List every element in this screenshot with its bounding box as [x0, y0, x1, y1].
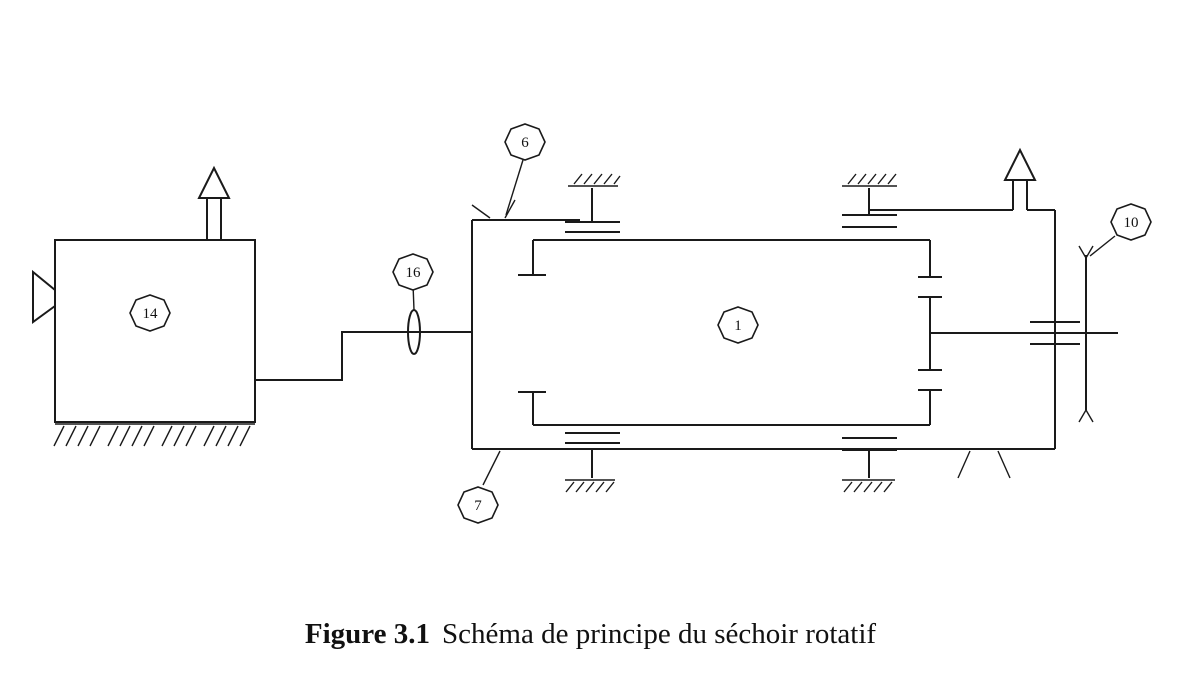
support-roller-right-top: [842, 173, 897, 228]
figure-title: Schéma de principe du séchoir rotatif: [442, 618, 877, 650]
generator-exhaust-arrow: [197, 165, 231, 240]
label-badge-14: 14: [129, 294, 171, 332]
support-roller-left-bottom: [565, 432, 620, 493]
support-roller-left-top: [565, 173, 621, 233]
label-badge-6: 6: [504, 123, 546, 161]
leader-10: [1089, 235, 1116, 257]
leader-6: [505, 159, 524, 216]
label-badge-1: 1: [717, 306, 759, 344]
svg-text:16: 16: [406, 265, 422, 281]
figure-number: Figure 3.1: [304, 618, 431, 650]
label-badge-16: 16: [392, 253, 434, 291]
label-badge-10: 10: [1110, 203, 1152, 241]
svg-text:10: 10: [1124, 215, 1139, 231]
svg-text:14: 14: [143, 306, 159, 322]
svg-text:6: 6: [521, 135, 529, 151]
generator-box: [54, 239, 256, 423]
gas-generator: [32, 165, 256, 447]
exhaust-arrow: [1003, 147, 1037, 181]
hot-gas-duct: [255, 331, 472, 381]
support-roller-right-bottom: [842, 437, 897, 493]
svg-text:7: 7: [474, 498, 482, 514]
svg-text:1: 1: [734, 318, 742, 334]
rotary-drum: [518, 239, 942, 426]
burner-nozzle: [32, 269, 56, 324]
drive-shaft: [930, 321, 1118, 345]
label-badge-7: 7: [457, 486, 499, 524]
ground-hatching: [53, 423, 255, 447]
figure-caption: Figure 3.1 Schéma de principe du séchoir …: [0, 618, 1181, 651]
girth-gear: [1078, 245, 1094, 423]
dryer-exhaust: [869, 147, 1056, 479]
leader-7: [482, 450, 501, 486]
hood-structure: [471, 199, 1055, 450]
